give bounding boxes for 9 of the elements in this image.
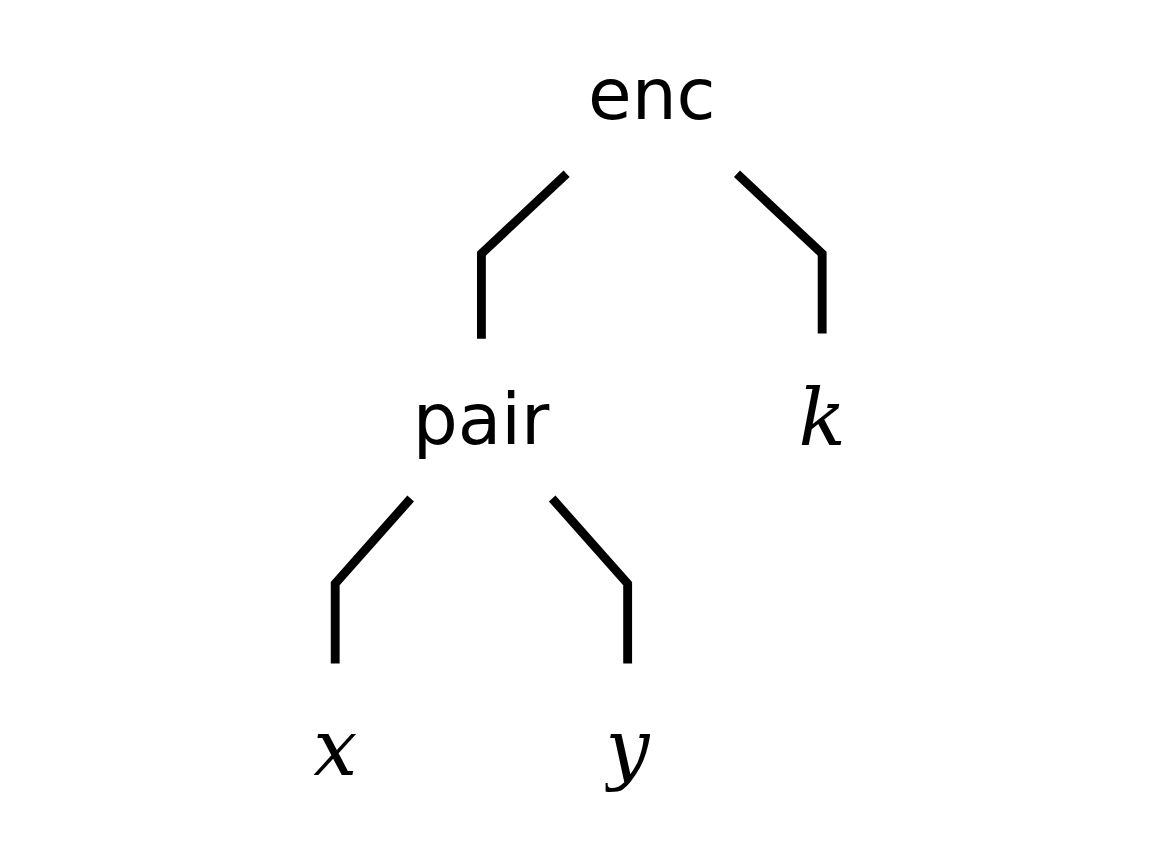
connector: [330, 495, 414, 664]
connector: [548, 495, 633, 664]
connector: [477, 170, 570, 339]
node-text: x: [313, 702, 358, 793]
connector: [733, 170, 827, 334]
node-text: y: [605, 702, 650, 793]
node-text: pair: [412, 377, 551, 460]
node-text: enc: [587, 53, 716, 135]
node-text: k: [798, 372, 846, 464]
